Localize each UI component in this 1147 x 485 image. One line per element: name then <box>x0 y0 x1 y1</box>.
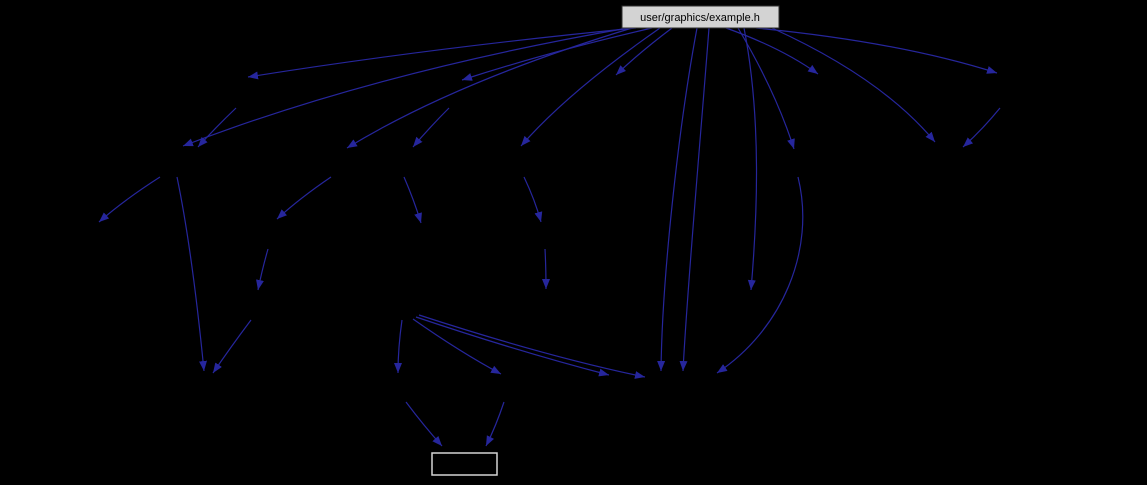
edge <box>657 27 698 372</box>
edge <box>743 27 758 291</box>
edge <box>461 27 653 81</box>
edge <box>716 176 804 374</box>
edge <box>415 316 610 377</box>
edge <box>403 176 422 224</box>
edge <box>98 176 161 223</box>
edge <box>412 318 502 375</box>
edge <box>520 27 661 147</box>
edge <box>176 176 208 372</box>
edge <box>256 248 269 291</box>
edge <box>771 27 936 143</box>
node-root-label: user/graphics/example.h <box>640 12 760 24</box>
node-root-box[interactable] <box>621 5 780 29</box>
edge <box>418 314 646 379</box>
node-empty[interactable] <box>431 452 498 476</box>
edge <box>247 27 637 80</box>
edge <box>615 27 673 76</box>
edge <box>197 107 237 148</box>
edge <box>346 27 633 149</box>
edge <box>276 176 332 220</box>
edge <box>962 107 1001 148</box>
edge <box>485 401 505 447</box>
edges <box>98 27 1001 447</box>
edge <box>755 27 998 74</box>
edge <box>725 27 819 75</box>
edge <box>679 27 710 372</box>
edge <box>405 401 443 447</box>
node-empty-box[interactable] <box>431 452 498 476</box>
edge <box>394 319 403 374</box>
edge <box>212 319 252 374</box>
edge <box>541 248 550 290</box>
edge <box>182 27 629 147</box>
edge <box>523 176 543 223</box>
edge <box>412 107 450 148</box>
node-root[interactable]: user/graphics/example.h <box>621 5 780 29</box>
